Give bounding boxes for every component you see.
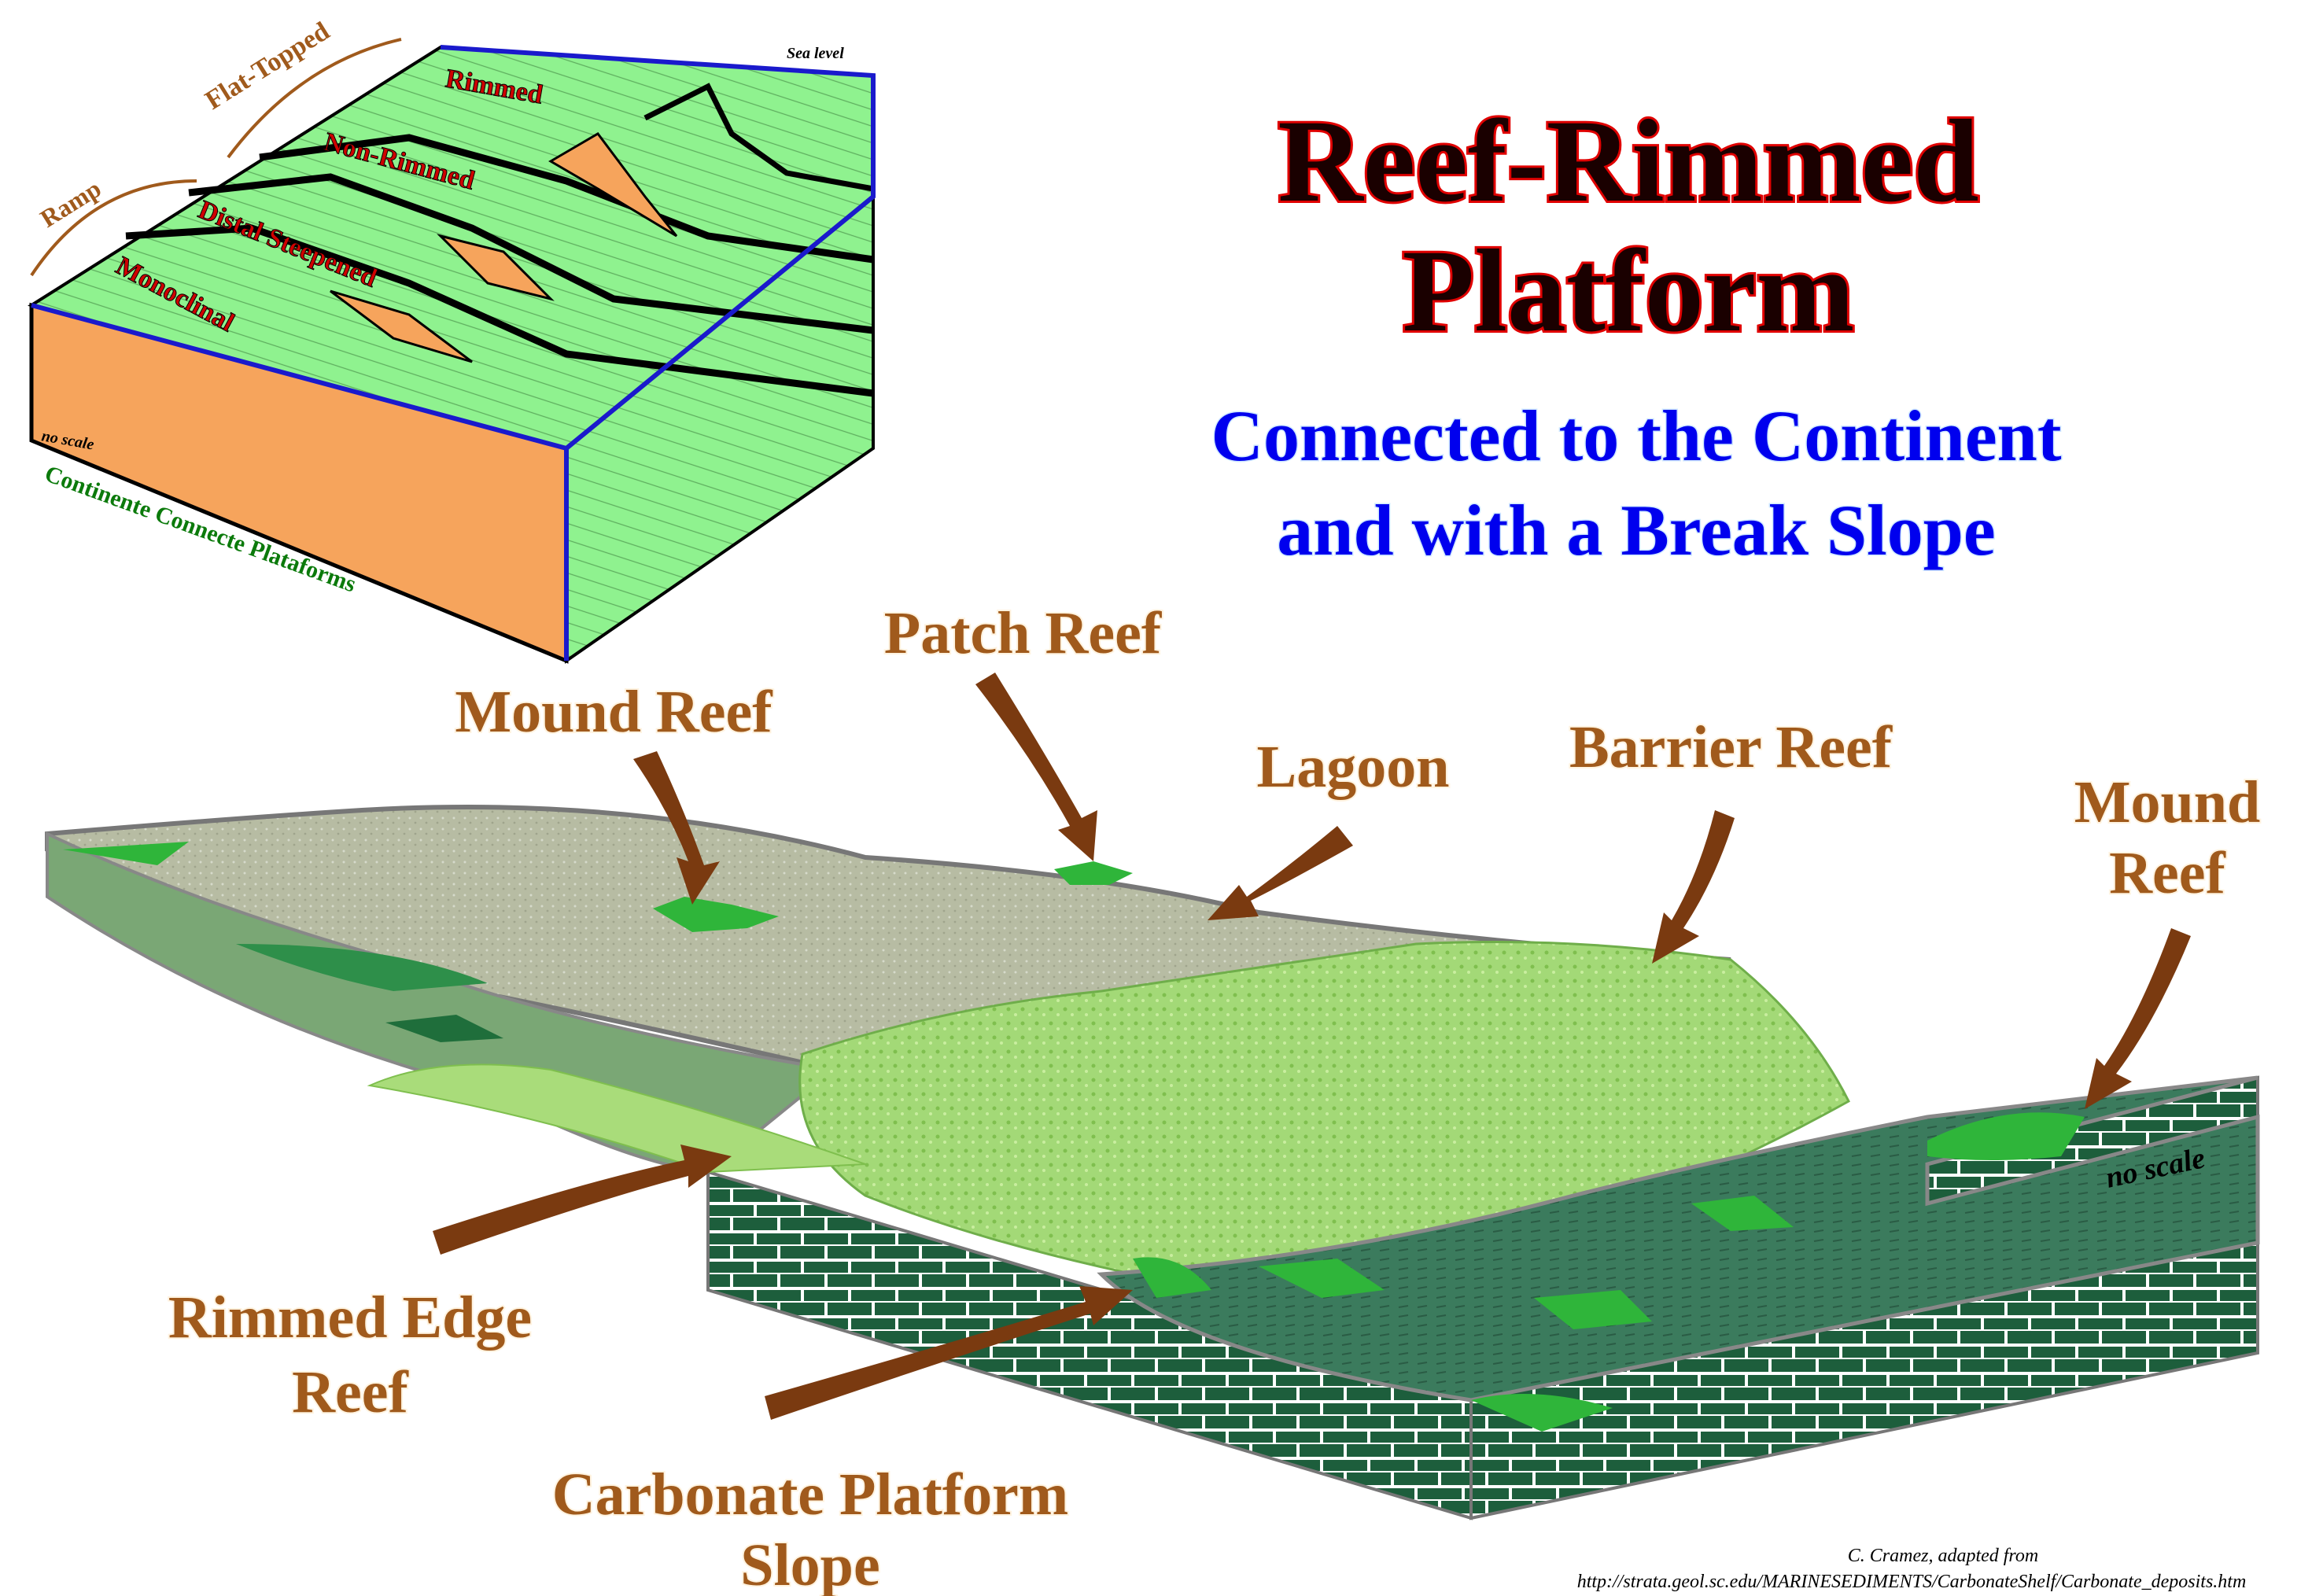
credit-line1: C. Cramez, adapted from — [1848, 1546, 2038, 1566]
label-rimmed-edge-reef-1: Rimmed Edge — [168, 1285, 532, 1351]
label-mound-reef-right-1: Mound — [2074, 769, 2261, 835]
page-subtitle-line1: Connected to the Continent — [1211, 396, 2062, 476]
label-patch-reef: Patch Reef — [884, 600, 1163, 666]
arrow-carbonate-slope — [765, 1286, 1133, 1420]
arrow-patch-reef — [975, 673, 1097, 861]
feature-labels: Mound Reef Patch Reef Lagoon Barrier Ree… — [167, 599, 2262, 1596]
label-carbonate-slope-1: Carbonate Platform — [552, 1461, 1068, 1528]
patch-reef-shape — [1054, 861, 1133, 885]
page-title-line1: Reef-Rimmed — [1278, 96, 1978, 227]
credit-line2: http://strata.geol.sc.edu/MARINESEDIMENT… — [1577, 1572, 2247, 1592]
arrow-mound-reef-right — [2085, 928, 2191, 1109]
annotation-arrows — [433, 673, 2191, 1420]
label-rimmed-edge-reef-2: Reef — [292, 1359, 409, 1425]
inset-group-ramp: Ramp — [35, 174, 106, 233]
title-block: Reef-Rimmed Platform Connected to the Co… — [1210, 94, 2063, 572]
arrow-barrier-reef — [1652, 810, 1735, 964]
main-block-diagram — [45, 805, 2260, 1520]
arrow-lagoon — [1208, 826, 1353, 920]
mound-reef-left-shape — [653, 897, 779, 932]
page-subtitle-line2: and with a Break Slope — [1277, 490, 1995, 570]
inset-group-flat-topped: Flat-Topped — [201, 17, 335, 116]
inset-sea-level: Sea level — [787, 45, 844, 62]
mound-reef-rim-shape — [1133, 1257, 1211, 1298]
arrow-mound-reef-left — [633, 751, 720, 905]
arrow-rimmed-edge-reef — [433, 1144, 732, 1255]
page-title-line2: Platform — [1403, 226, 1855, 356]
inset-diagram: Sea level Flat-Topped Ramp Rimmed Non-Ri… — [28, 17, 876, 664]
label-mound-reef-left: Mound Reef — [455, 679, 773, 745]
label-carbonate-slope-2: Slope — [740, 1532, 879, 1596]
mound-reef-right-shape — [1927, 1112, 2085, 1160]
label-mound-reef-right-2: Reef — [2109, 840, 2226, 906]
label-lagoon: Lagoon — [1257, 734, 1450, 800]
label-barrier-reef: Barrier Reef — [1569, 714, 1893, 780]
